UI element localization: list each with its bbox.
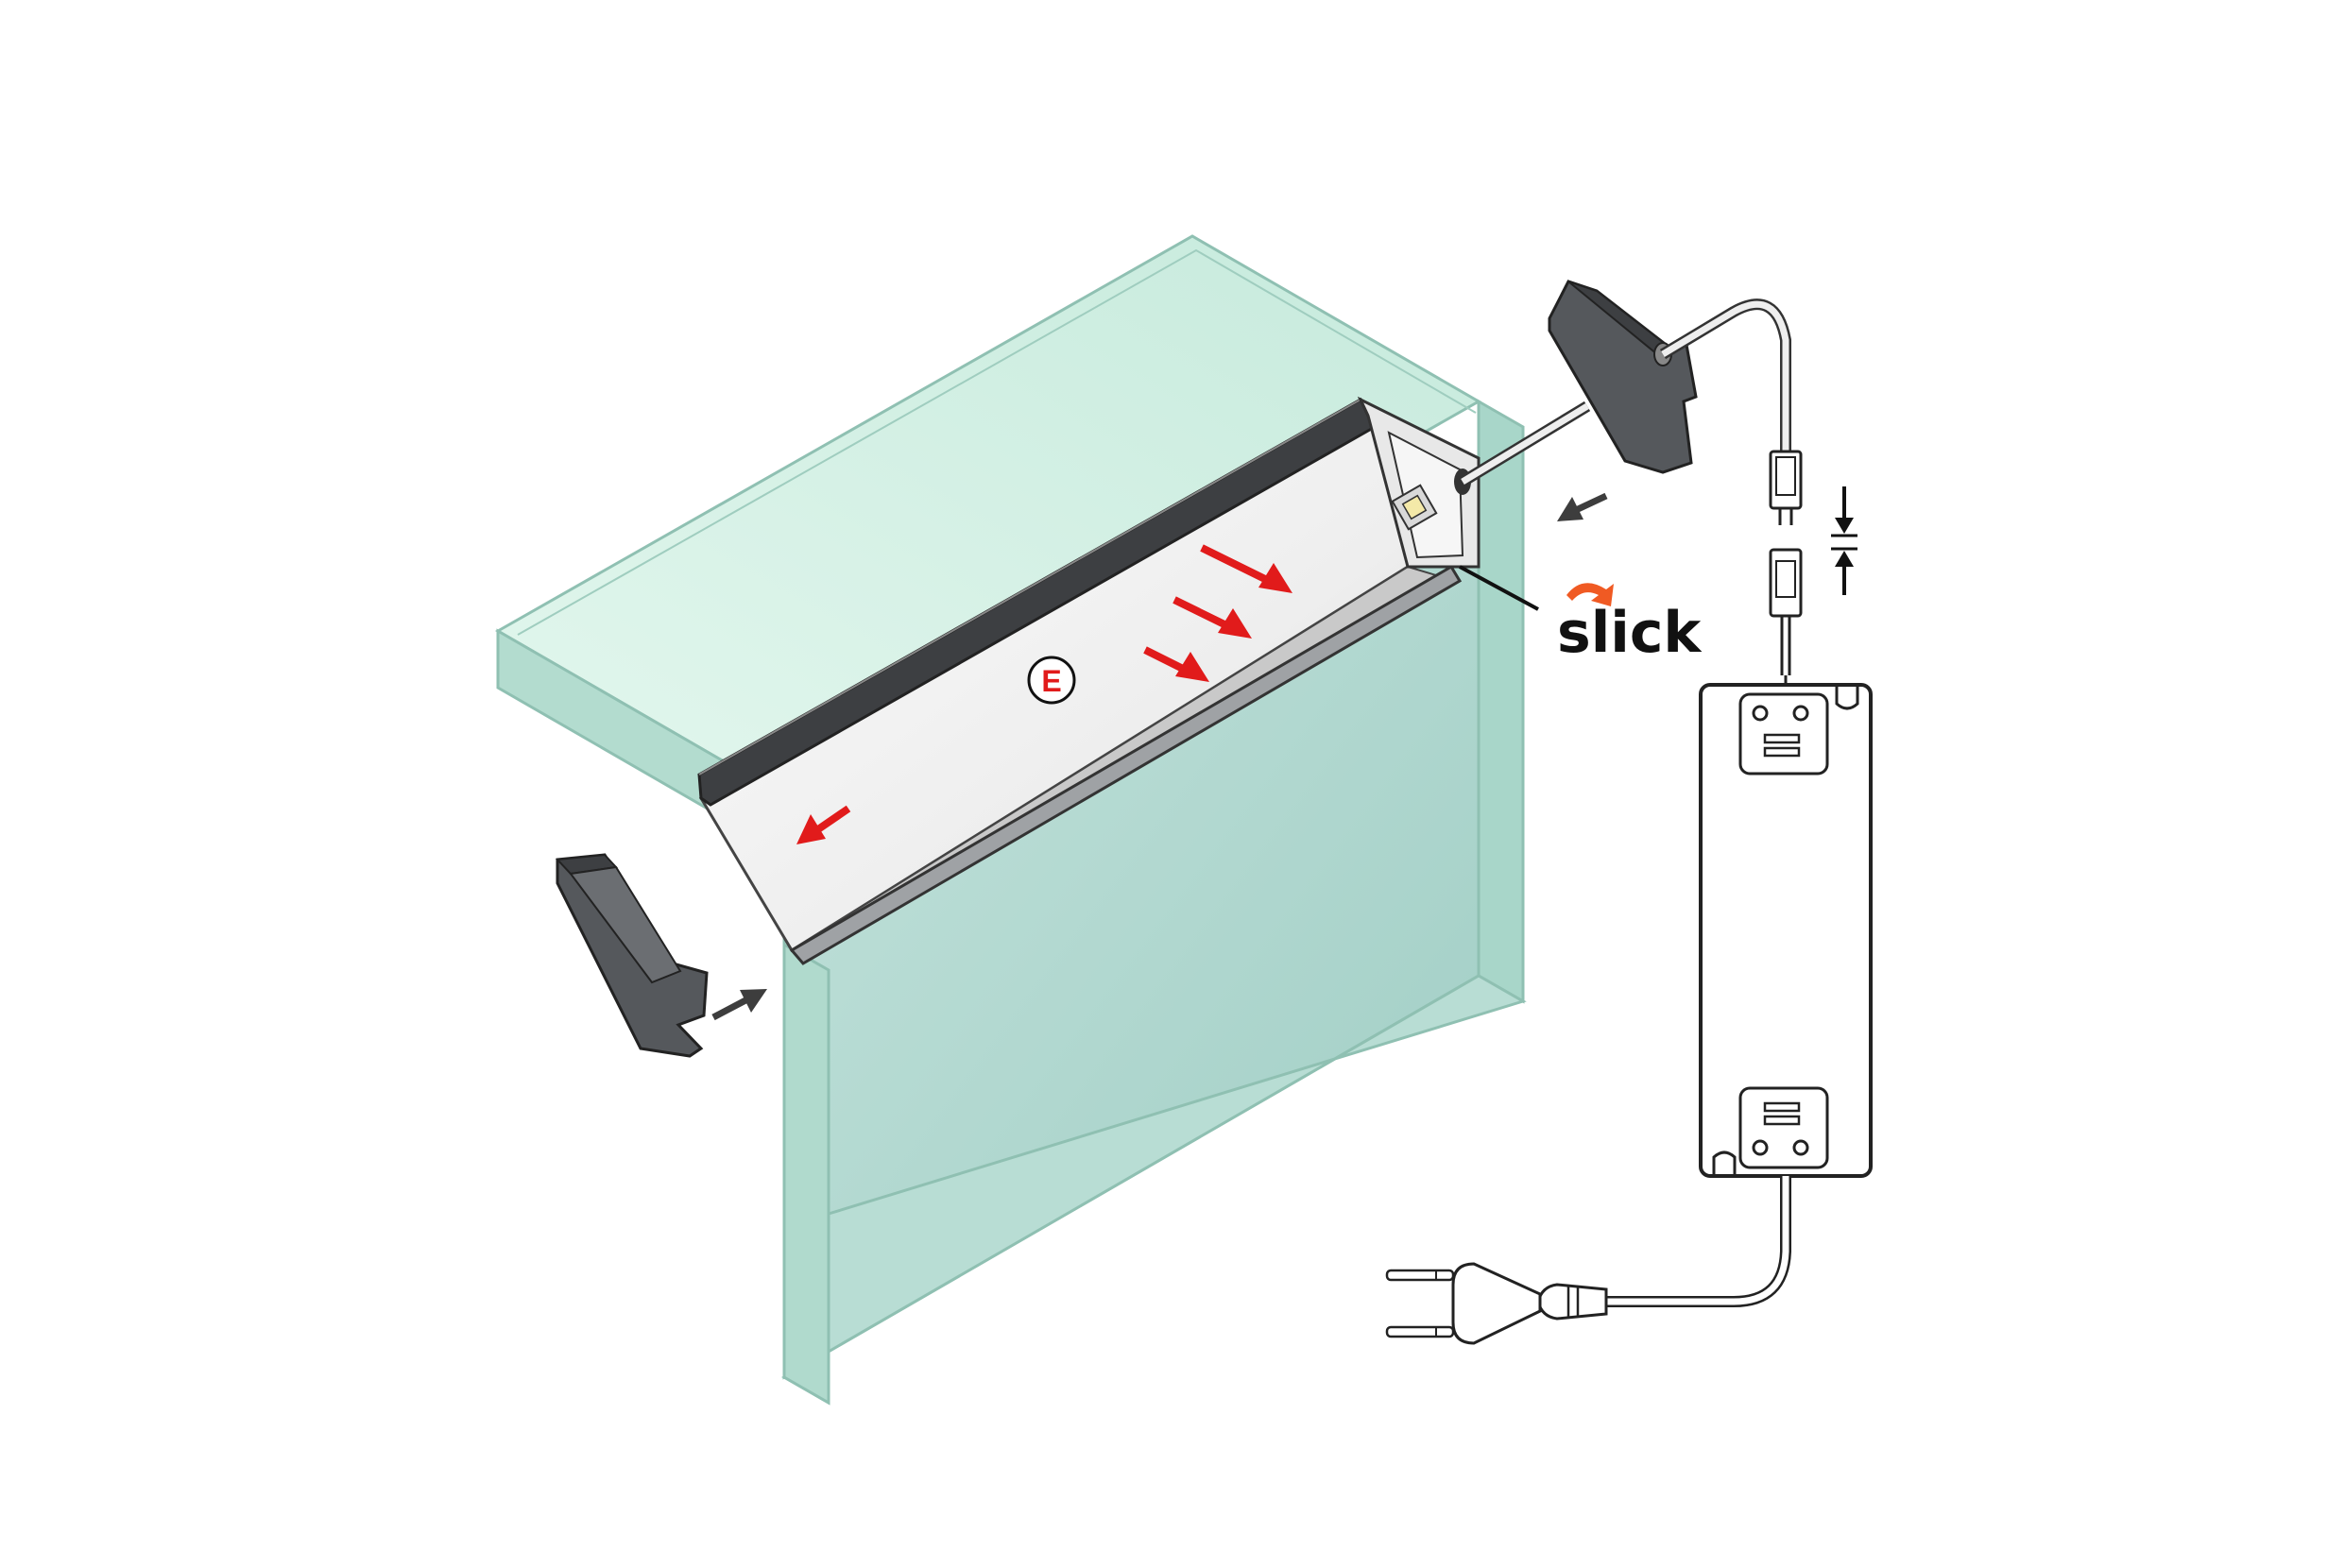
euro-plug-icon <box>1385 1262 1608 1345</box>
connect-arrows-icon <box>1831 486 1857 595</box>
right-cap-insert-arrow <box>1557 492 1608 521</box>
e-marker-label: E <box>1041 664 1061 698</box>
red-arrow-1 <box>1200 544 1292 593</box>
slick-logo: slick <box>1557 583 1703 666</box>
led-corner-profile <box>697 396 1539 965</box>
right-end-cap <box>1548 280 1698 474</box>
left-cap-insert-arrow <box>711 989 767 1021</box>
cable-connector-female <box>1769 548 1803 675</box>
red-arrow-4 <box>796 805 851 844</box>
mains-cable <box>1597 1176 1791 1307</box>
cable-connector-male <box>1769 450 1803 525</box>
red-arrow-3 <box>1143 646 1209 682</box>
led-cable <box>1459 298 1791 487</box>
red-arrow-2 <box>1172 596 1252 639</box>
slick-logo-swoosh-icon <box>1566 583 1614 606</box>
led-power-supply <box>1699 675 1873 1178</box>
glass-panel-side <box>1477 399 1525 1004</box>
profile-bottom-rail <box>789 564 1463 965</box>
glass-back-panel <box>780 399 1527 1406</box>
slick-logo-text: slick <box>1557 600 1703 666</box>
left-end-cap <box>555 853 709 1058</box>
slick-leader-line <box>1459 565 1539 611</box>
diffuser-insertion-arrows <box>796 544 1292 844</box>
e-marker: E <box>1027 656 1076 705</box>
